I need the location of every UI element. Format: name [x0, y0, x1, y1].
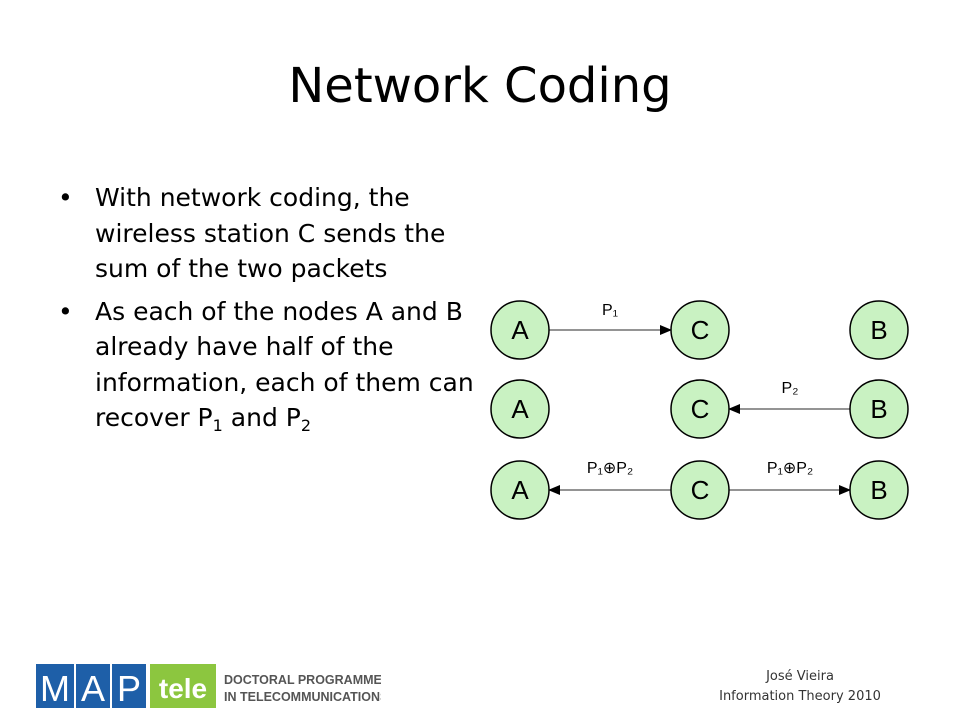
slide-title: Network Coding: [288, 58, 672, 114]
bullet-list: • With network coding, the wireless stat…: [58, 180, 478, 443]
node-label: C: [691, 475, 710, 505]
diagram-row-2: P₂ A C B: [490, 379, 909, 439]
bullet-item-2: • As each of the nodes A and B already h…: [58, 294, 478, 436]
map-tele-logo: M A P tele DOCTORAL PROGRAMME IN TELECOM…: [36, 664, 381, 709]
node-label: A: [511, 315, 529, 345]
node-b: [849, 460, 909, 520]
bullet-text-mid: and P: [222, 403, 301, 432]
node-label: B: [870, 394, 887, 424]
logo-letter: A: [81, 668, 105, 709]
node-a: [490, 460, 550, 520]
diagram-row-1: P₁ A C B: [490, 300, 909, 360]
node-b: [849, 379, 909, 439]
edge-label: P₁: [602, 302, 618, 319]
logo-block-m: [36, 664, 74, 708]
logo-line-2: IN TELECOMMUNICATIONS: [224, 690, 381, 704]
node-label: C: [691, 394, 710, 424]
edge-label: P₁⊕P₂: [587, 460, 633, 477]
logo-tele: tele: [159, 673, 207, 704]
logo-letter: M: [40, 668, 70, 709]
node-a: [490, 379, 550, 439]
logo-letter: P: [117, 668, 141, 709]
edge-label: P₁⊕P₂: [767, 460, 813, 477]
node-label: A: [511, 394, 529, 424]
node-b: [849, 300, 909, 360]
logo-block-p: [112, 664, 146, 708]
logo-block-tele: [150, 664, 216, 708]
author-name: José Vieira: [766, 669, 834, 684]
diagram-row-3: P₁⊕P₂ P₁⊕P₂ A C B: [490, 460, 909, 520]
bullet-text: With network coding, the wireless statio…: [95, 183, 446, 283]
node-label: C: [691, 315, 710, 345]
network-coding-diagram: P₁ A C B P₂ A C B P₁⊕P₂ P₁⊕P₂ A C B: [490, 300, 909, 520]
bullet-dot: •: [58, 296, 73, 326]
node-c: [670, 379, 730, 439]
node-c: [670, 460, 730, 520]
subscript-2: 2: [300, 416, 312, 435]
node-label: B: [870, 315, 887, 345]
edge-label: P₂: [782, 380, 799, 397]
bullet-dot: •: [58, 183, 73, 212]
logo-block-a: [76, 664, 110, 708]
logo-line-1: DOCTORAL PROGRAMME: [224, 673, 381, 687]
node-c: [670, 300, 730, 360]
bullet-item-1: • With network coding, the wireless stat…: [58, 180, 478, 287]
node-label: A: [511, 475, 529, 505]
node-a: [490, 300, 550, 360]
course-name: Information Theory 2010: [719, 689, 881, 704]
subscript-1: 1: [212, 416, 223, 435]
bullet-text: As each of the nodes A and B already hav…: [95, 296, 474, 433]
node-label: B: [870, 475, 887, 505]
footer-info: José Vieira Information Theory 2010: [700, 667, 900, 707]
